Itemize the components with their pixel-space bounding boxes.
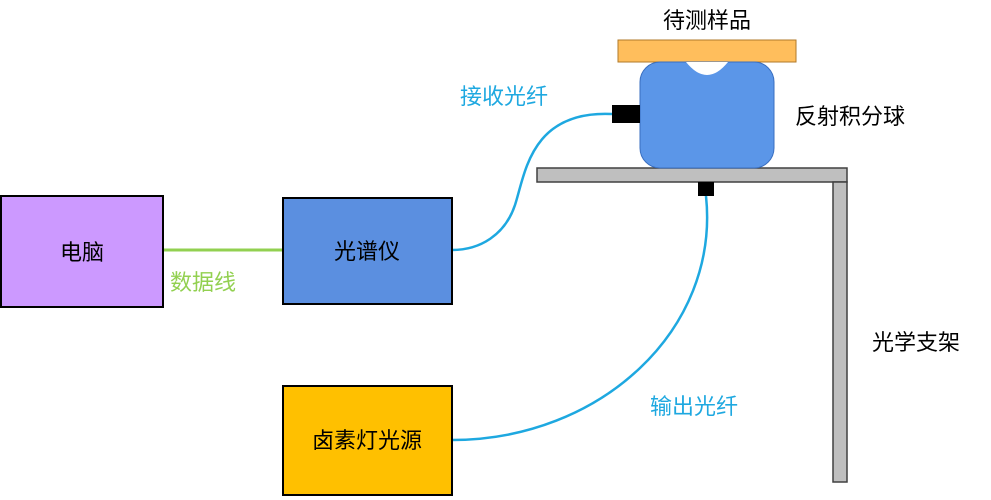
optical-stand-top [536, 167, 848, 183]
output-fiber [451, 195, 709, 442]
computer-label: 电脑 [60, 241, 104, 266]
data-line-label: 数据线 [170, 271, 236, 296]
receive-fiber-label: 接收光纤 [460, 85, 548, 110]
output-fiber-label: 输出光纤 [650, 395, 738, 420]
computer-box [0, 195, 164, 308]
optical-stand-post [832, 181, 848, 483]
integrating-sphere [639, 61, 775, 169]
receive-fiber [451, 112, 613, 252]
sphere-label: 反射积分球 [795, 105, 905, 130]
sphere-sample-port [686, 62, 728, 75]
spectrometer-label: 光谱仪 [334, 240, 400, 265]
receive-fiber-connector [612, 105, 640, 123]
sample-label: 待测样品 [663, 9, 751, 34]
light-source-label: 卤素灯光源 [312, 429, 422, 454]
light-source-box [282, 385, 453, 496]
spectrometer-box [282, 197, 453, 305]
optical-stand-label: 光学支架 [872, 331, 960, 356]
output-fiber-connector [698, 182, 714, 196]
sample-plate [617, 39, 797, 63]
